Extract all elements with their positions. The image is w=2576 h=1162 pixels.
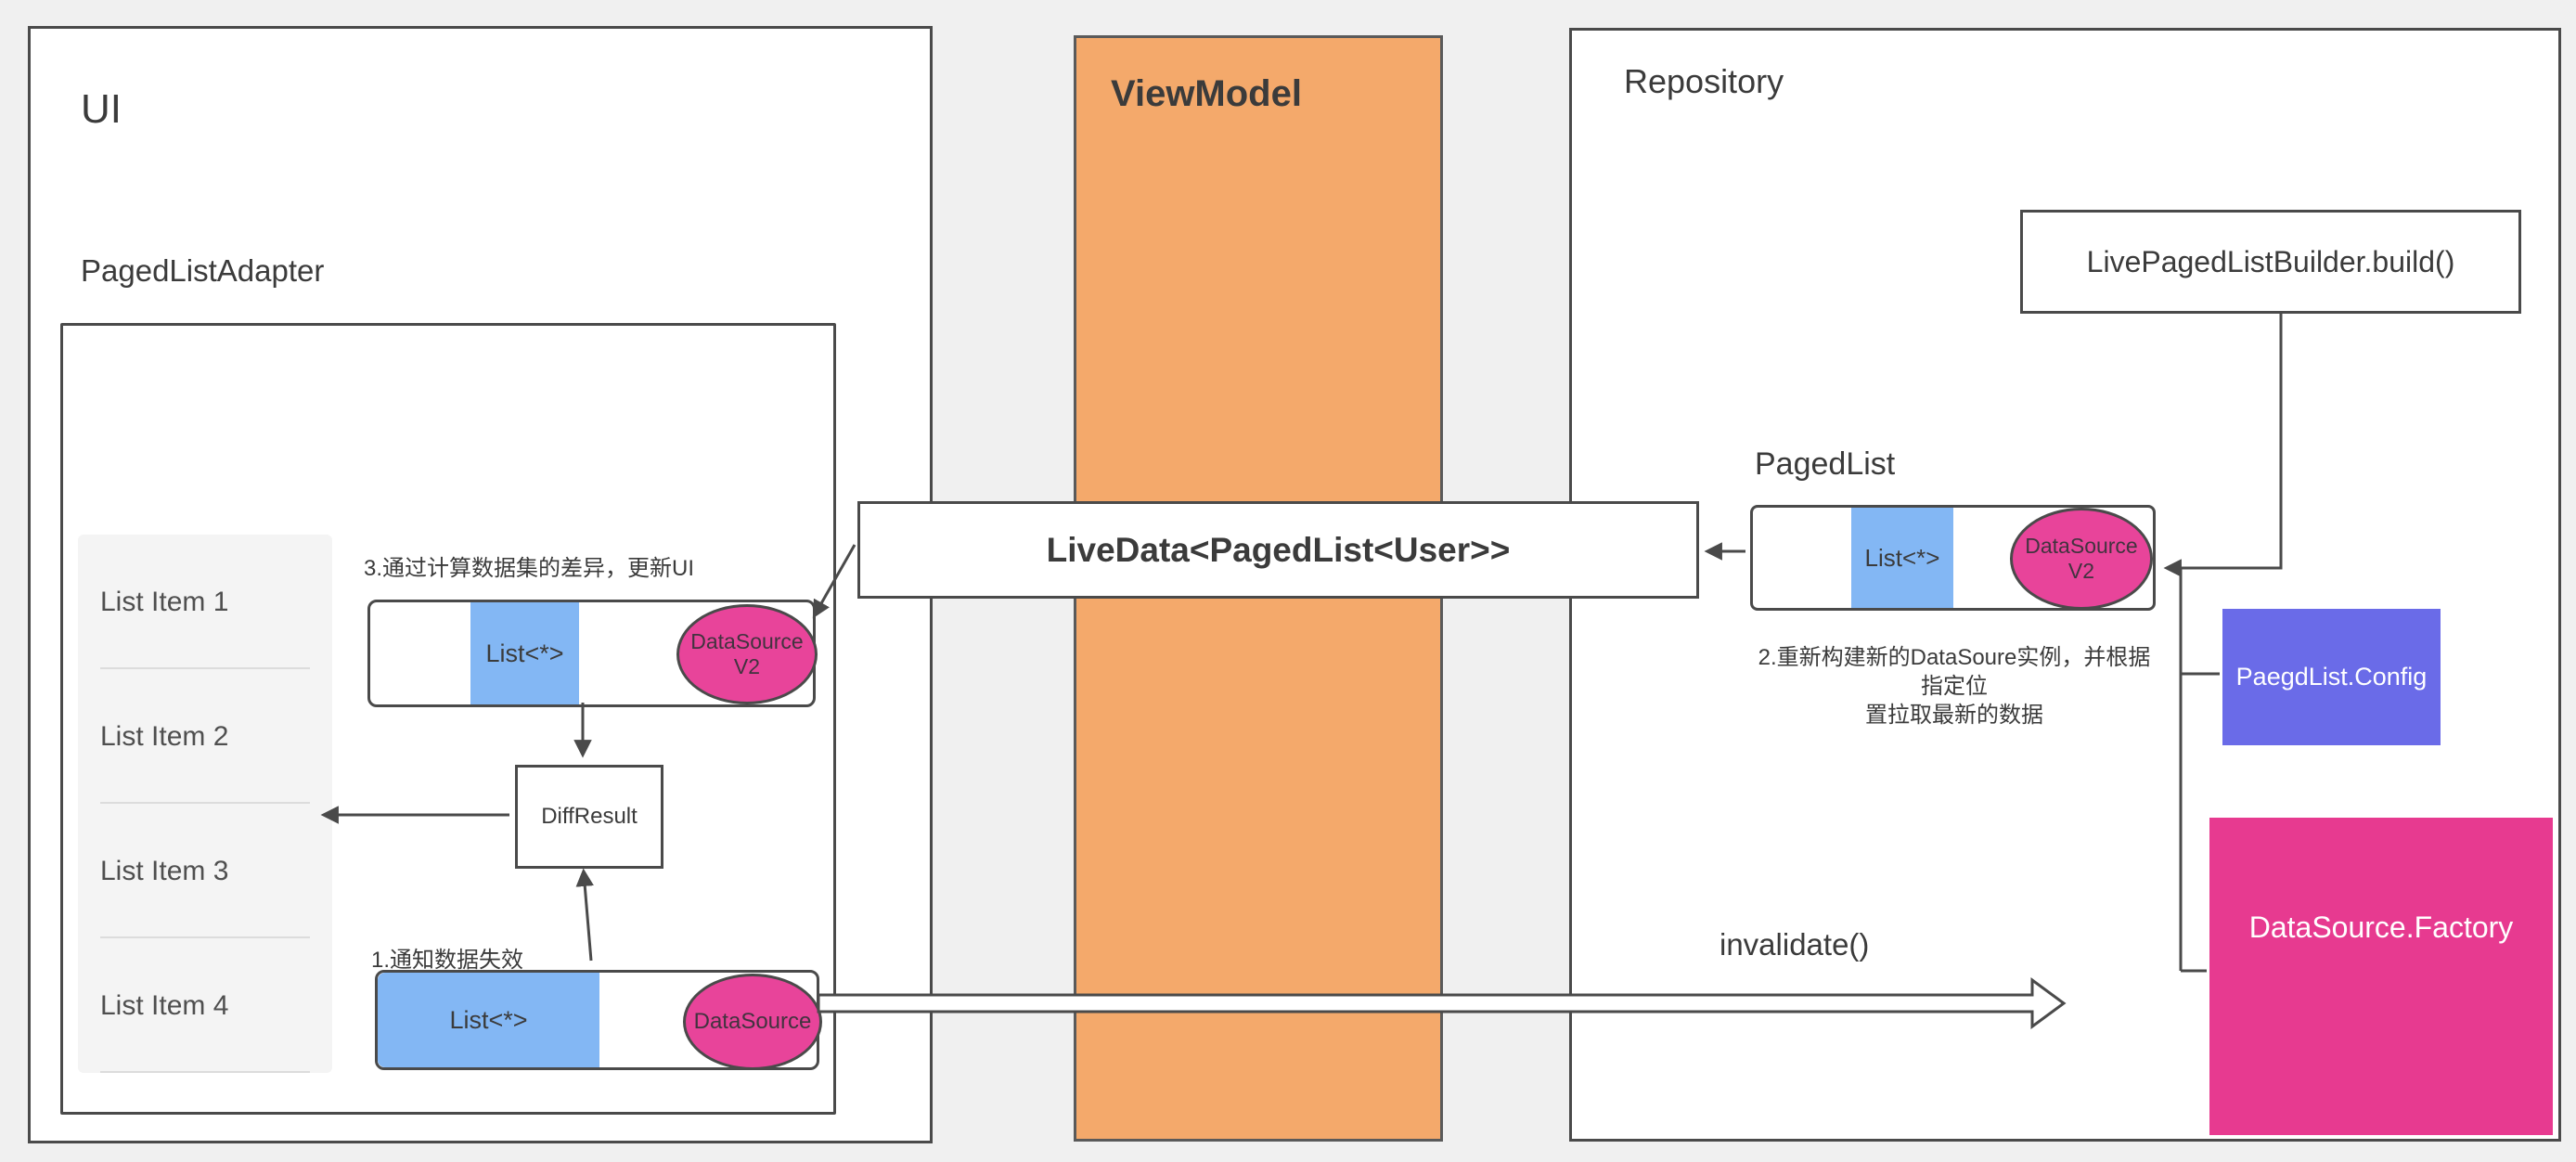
upper-pagedlist-record: List<*> DataSource V2 (367, 600, 818, 707)
list-item-label: List Item 3 (100, 855, 229, 886)
factory-label: DataSource.Factory (2248, 910, 2514, 944)
repository-panel: Repository LivePagedListBuilder.build() … (1569, 28, 2561, 1142)
ui-panel: UI PagedListAdapter List Item 1 List Ite… (28, 26, 933, 1143)
upper-datasource-line2: V2 (733, 654, 761, 678)
annotation-rebuild-line2: 置拉取最新的数据 (1865, 703, 2043, 729)
annotation-invalidate: 1.通知数据失效 (371, 948, 524, 973)
repo-list-chip: List<*> (1851, 508, 1953, 608)
list-item: List Item 2 (78, 669, 332, 804)
repo-datasource-line1: DataSource (2025, 533, 2138, 558)
builder-box: LivePagedListBuilder.build() (2020, 210, 2521, 314)
repo-list-chip-label: List<*> (1864, 543, 1940, 572)
list-divider (100, 936, 310, 938)
viewmodel-title: ViewModel (1111, 73, 1302, 114)
pagedlistadapter-label: PagedListAdapter (81, 253, 325, 288)
config-label: PaegdList.Config (2235, 663, 2428, 691)
pagedlist-caption: PagedList (1755, 446, 1896, 482)
repo-datasource-line2: V2 (2067, 559, 2095, 583)
lower-datasource-ellipse: DataSource (683, 974, 822, 1070)
list-panel: List Item 1 List Item 2 List Item 3 List… (78, 535, 332, 1073)
repo-pagedlist-record: List<*> DataSource V2 (1750, 505, 2156, 611)
upper-list-chip: List<*> (470, 602, 579, 704)
list-item-label: List Item 4 (100, 989, 229, 1021)
upper-datasource-ellipse: DataSource V2 (676, 604, 818, 704)
lower-list-chip-label: List<*> (449, 1005, 528, 1034)
builder-label: LivePagedListBuilder.build() (2086, 244, 2455, 278)
repo-datasource-ellipse: DataSource V2 (2010, 508, 2153, 610)
list-divider (100, 802, 310, 804)
repository-title: Repository (1624, 62, 1784, 100)
annotation-rebuild: 2.重新构建新的DataSoure实例，并根据指定位 置拉取最新的数据 (1750, 643, 2158, 730)
pagedlistadapter-box: List Item 1 List Item 2 List Item 3 List… (60, 323, 836, 1115)
annotation-diff-update: 3.通过计算数据集的差异，更新UI (364, 556, 695, 581)
ui-panel-title: UI (81, 86, 122, 132)
annotation-rebuild-line1: 2.重新构建新的DataSoure实例，并根据指定位 (1758, 645, 2151, 700)
list-item-label: List Item 1 (100, 586, 229, 617)
livedata-label: LiveData<PagedList<User>> (1046, 530, 1511, 569)
livedata-box: LiveData<PagedList<User>> (857, 501, 1699, 599)
list-item-label: List Item 2 (100, 720, 229, 752)
list-divider (100, 1071, 310, 1073)
list-divider (100, 667, 310, 669)
lower-list-chip: List<*> (378, 973, 599, 1067)
config-box: PaegdList.Config (2222, 609, 2441, 745)
factory-box: DataSource.Factory (2209, 818, 2553, 1135)
upper-list-chip-label: List<*> (485, 639, 564, 667)
upper-datasource-line1: DataSource (690, 628, 804, 653)
diffresult-label: DiffResult (541, 804, 638, 829)
list-item: List Item 3 (78, 804, 332, 938)
invalidate-label: invalidate() (1719, 927, 1870, 962)
lower-datasource-label: DataSource (693, 1008, 812, 1034)
lower-pagedlist-record: List<*> DataSource (375, 970, 822, 1070)
list-item: List Item 1 (78, 535, 332, 669)
list-item: List Item 4 (78, 938, 332, 1073)
diffresult-box: DiffResult (515, 765, 663, 869)
